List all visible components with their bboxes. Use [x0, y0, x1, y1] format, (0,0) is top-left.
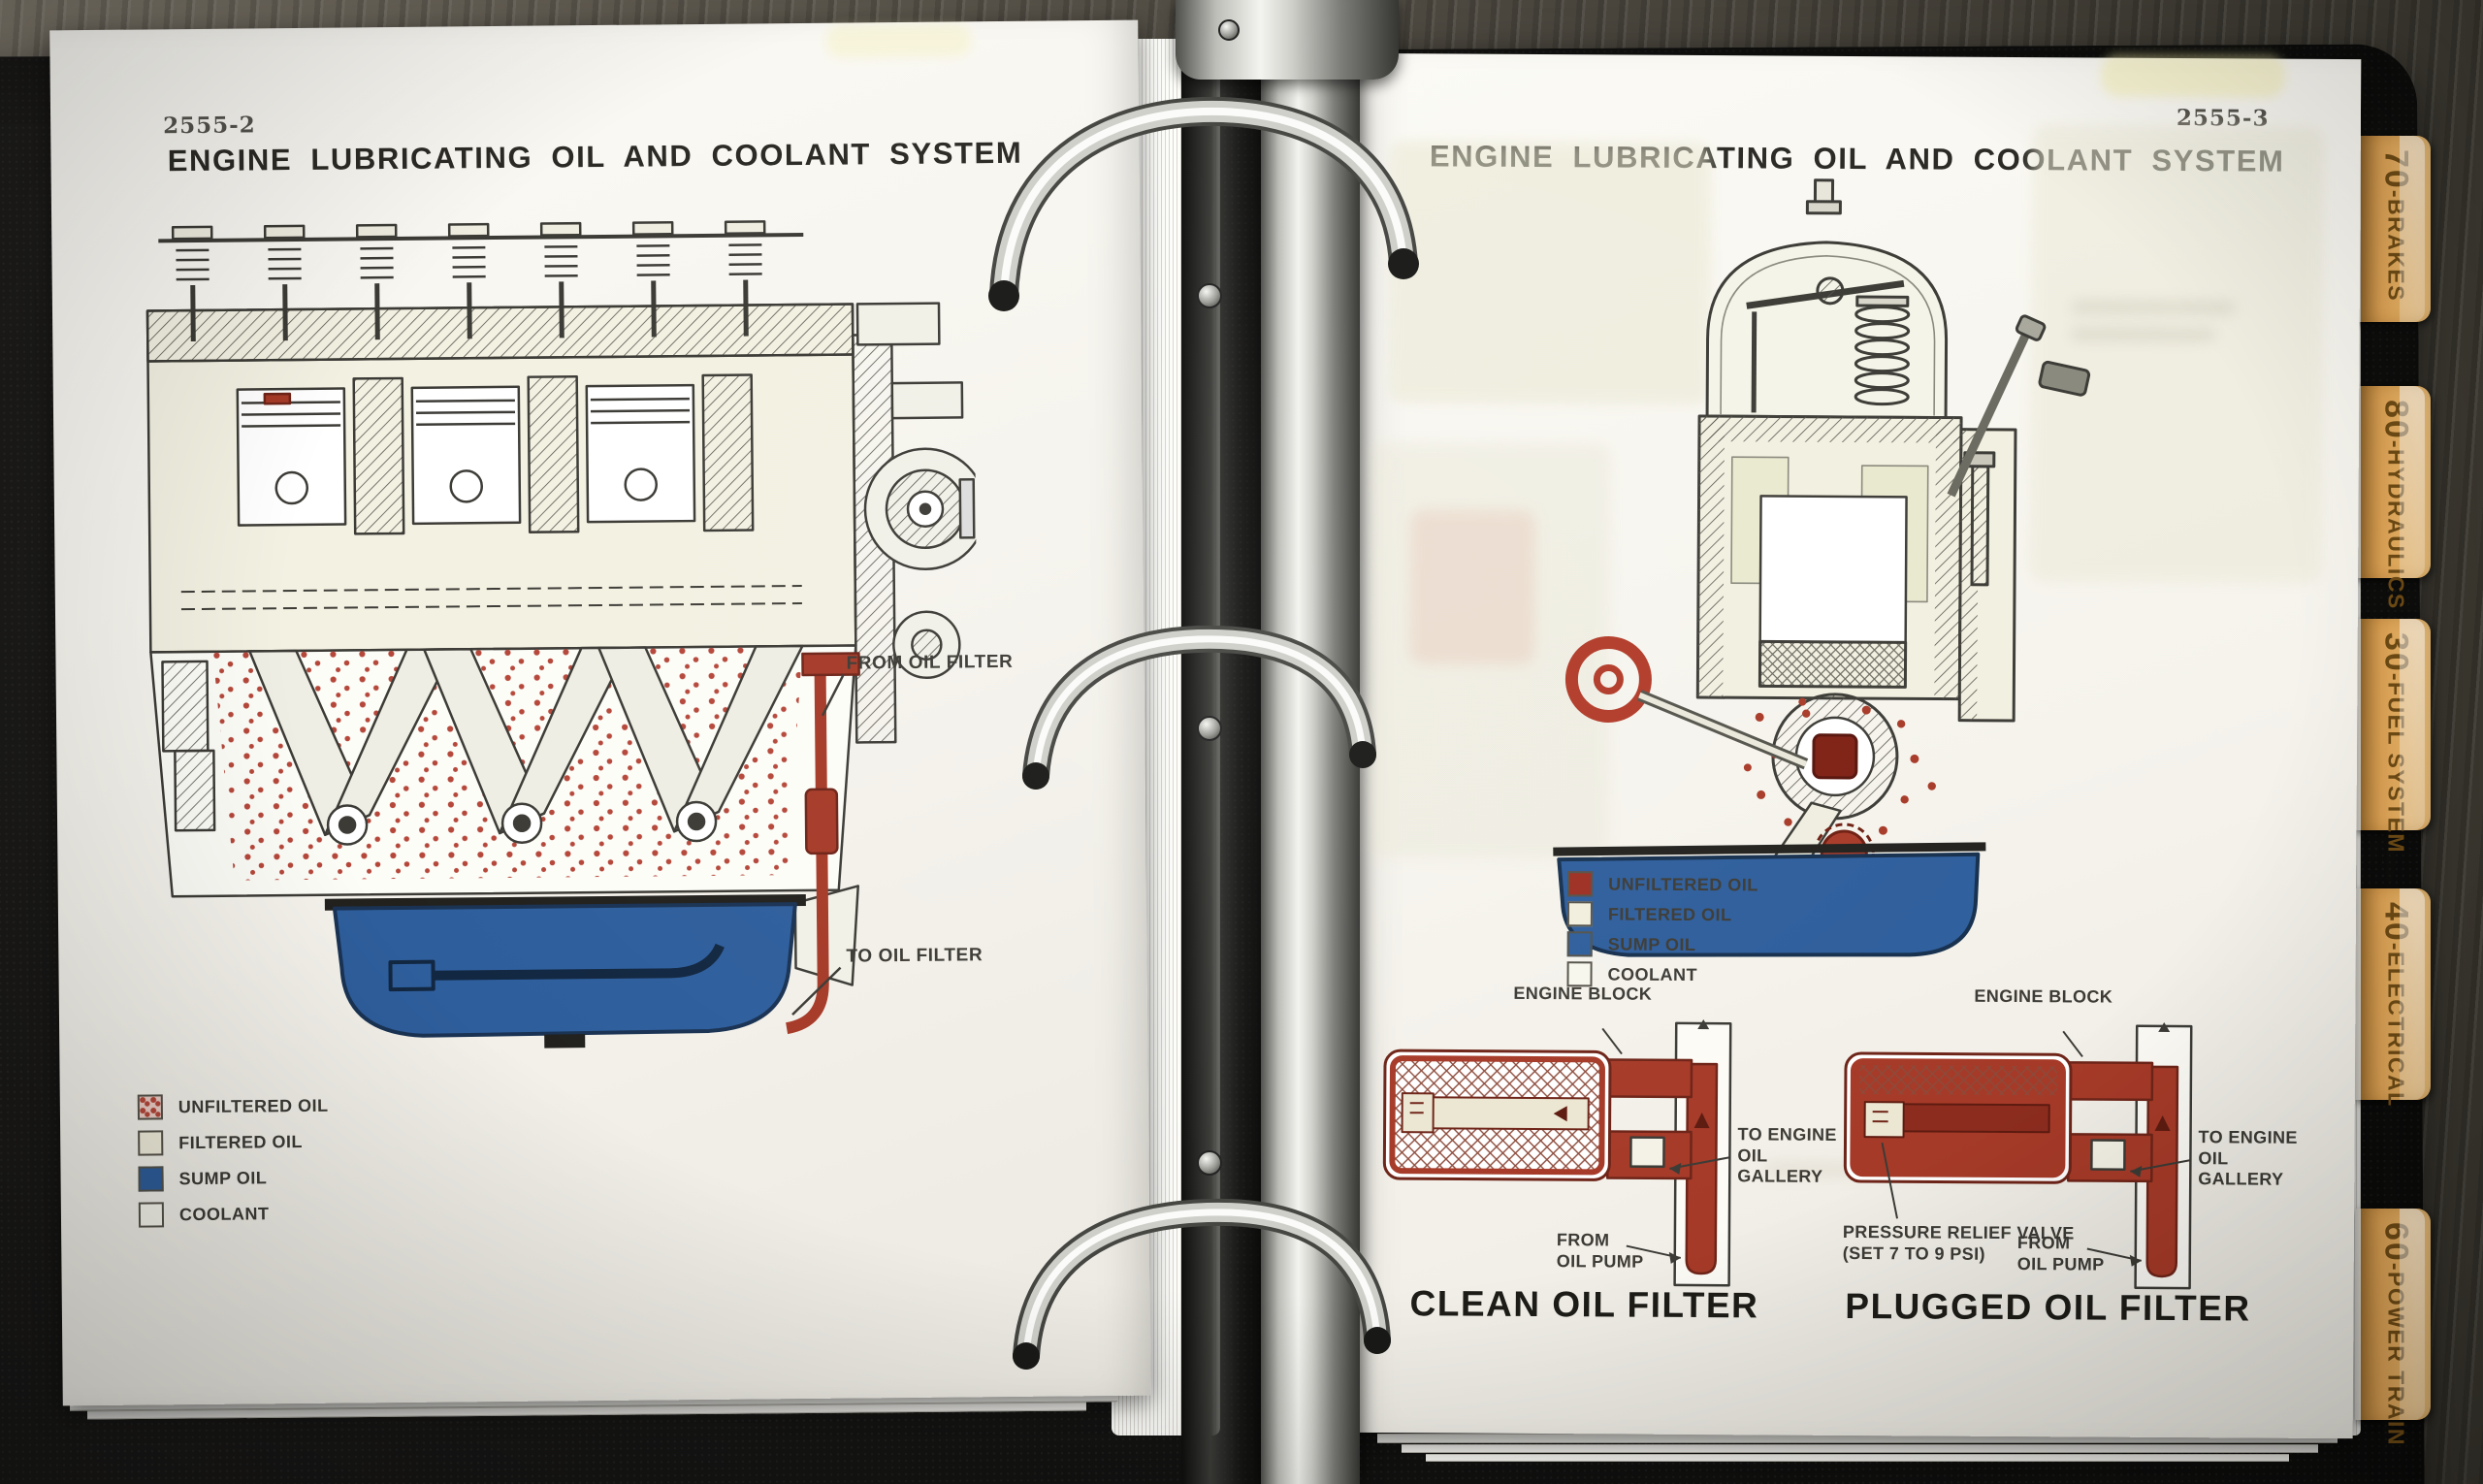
engine-side-cutaway-diagram — [145, 220, 982, 1048]
tab-label: 40-ELECTRICAL — [2377, 902, 2415, 1108]
legend-swatch-sump-oil — [1566, 931, 1593, 957]
spine-rivet — [1197, 1150, 1222, 1176]
legend-swatch-filtered-oil — [1566, 901, 1594, 927]
callout-from-oil-filter: FROM OIL FILTER — [846, 651, 1014, 674]
legend-item: SUMP OIL — [1566, 931, 1758, 957]
binder-tab-power-train: 60-POWER TRAIN — [2355, 1209, 2431, 1446]
label-from-oil-pump: FROM OIL PUMP — [1556, 1230, 1644, 1272]
legend-swatch-unfiltered-oil — [137, 1094, 164, 1120]
binder-spine-recess — [1181, 0, 1265, 1484]
legend-swatch-sump-oil — [138, 1166, 164, 1192]
legend-item: SUMP OIL — [138, 1165, 329, 1192]
spine-rivet — [1197, 716, 1222, 741]
tab-number: 80 — [2377, 400, 2415, 440]
tab-number: 70 — [2377, 149, 2415, 190]
tab-name: -FUEL SYSTEM — [2383, 672, 2409, 855]
tab-name: -BRAKES — [2383, 189, 2409, 303]
figure-caption: PLUGGED OIL FILTER — [1845, 1285, 2251, 1329]
label-engine-block: ENGINE BLOCK — [1974, 985, 2113, 1007]
tab-number: 40 — [2377, 902, 2415, 943]
legend-item: FILTERED OIL — [1566, 901, 1758, 927]
clean-oil-filter-diagram — [1382, 1019, 1732, 1287]
tab-number: 60 — [2377, 1222, 2415, 1263]
right-page: 2555-3 ENGINE LUBRICATING OIL AND COOLAN… — [1345, 52, 2362, 1439]
legend: UNFILTERED OIL FILTERED OIL SUMP OIL COO… — [137, 1093, 330, 1228]
legend-item: UNFILTERED OIL — [137, 1093, 329, 1120]
binder-tab-brakes: 70-BRAKES — [2355, 136, 2431, 322]
left-page: 2555-2 ENGINE LUBRICATING OIL AND COOLAN… — [49, 19, 1151, 1406]
page-highlight-smudge — [2101, 53, 2286, 98]
legend: UNFILTERED OIL FILTERED OIL SUMP OIL COO… — [1566, 871, 1758, 987]
legend-swatch-unfiltered-oil — [1567, 871, 1594, 897]
label-to-engine-oil-gallery: TO ENGINE OIL GALLERY — [1737, 1124, 1837, 1187]
tab-label: 30-FUEL SYSTEM — [2377, 632, 2415, 854]
spine-rivet — [1197, 283, 1222, 308]
tab-name: -ELECTRICAL — [2383, 942, 2409, 1108]
clean-oil-filter-figure: ENGINE BLOCK TO ENGINE OIL GALLERY FROM … — [1375, 975, 1843, 1327]
page-highlight-smudge — [825, 23, 972, 58]
callout-to-oil-filter: TO OIL FILTER — [846, 945, 984, 967]
figure-caption: CLEAN OIL FILTER — [1409, 1283, 1759, 1326]
page-title: ENGINE LUBRICATING OIL AND COOLANT SYSTE… — [167, 135, 1023, 178]
legend-item: FILTERED OIL — [138, 1129, 329, 1156]
label-engine-block: ENGINE BLOCK — [1513, 983, 1653, 1004]
legend-label: UNFILTERED OIL — [1608, 873, 1758, 894]
tab-label: 70-BRAKES — [2377, 149, 2415, 302]
plugged-oil-filter-diagram — [1843, 1021, 2193, 1290]
tab-name: -POWER TRAIN — [2383, 1262, 2409, 1447]
binder-tab-electrical: 40-ELECTRICAL — [2355, 888, 2431, 1108]
legend-item: COOLANT — [138, 1201, 330, 1228]
legend-label: SUMP OIL — [178, 1167, 268, 1188]
binder-tab-hydraulics: 80-HYDRAULICS — [2355, 386, 2431, 610]
tab-label: 80-HYDRAULICS — [2377, 400, 2415, 610]
legend-label: FILTERED OIL — [178, 1131, 303, 1152]
sheet-edge — [1426, 1454, 2289, 1462]
binder-spine-plate — [1261, 0, 1360, 1484]
label-pressure-relief-valve: PRESSURE RELIEF VALVE (SET 7 TO 9 PSI) — [1842, 1221, 2075, 1264]
legend-swatch-filtered-oil — [138, 1130, 164, 1156]
engine-front-cutaway-diagram — [1553, 178, 2091, 957]
legend-item: UNFILTERED OIL — [1567, 871, 1758, 897]
tab-number: 30 — [2377, 632, 2415, 673]
legend-label: UNFILTERED OIL — [177, 1095, 329, 1116]
page-number: 2555-2 — [163, 112, 256, 140]
legend-label: SUMP OIL — [1607, 933, 1696, 954]
legend-label: FILTERED OIL — [1607, 903, 1732, 924]
binder-tab-fuel-system: 30-FUEL SYSTEM — [2355, 619, 2431, 854]
tab-label: 60-POWER TRAIN — [2377, 1222, 2415, 1446]
label-to-engine-oil-gallery: TO ENGINE OIL GALLERY — [2198, 1127, 2298, 1189]
tab-name: -HYDRAULICS — [2383, 439, 2409, 610]
spine-rivet — [1218, 19, 1240, 41]
binder-spine-top-cap — [1176, 0, 1399, 80]
sheet-edge — [1402, 1444, 2318, 1453]
plugged-oil-filter-figure: ENGINE BLOCK TO ENGINE OIL GALLERY FROM … — [1836, 978, 2313, 1330]
legend-label: COOLANT — [178, 1203, 270, 1224]
legend-swatch-coolant — [138, 1202, 165, 1228]
